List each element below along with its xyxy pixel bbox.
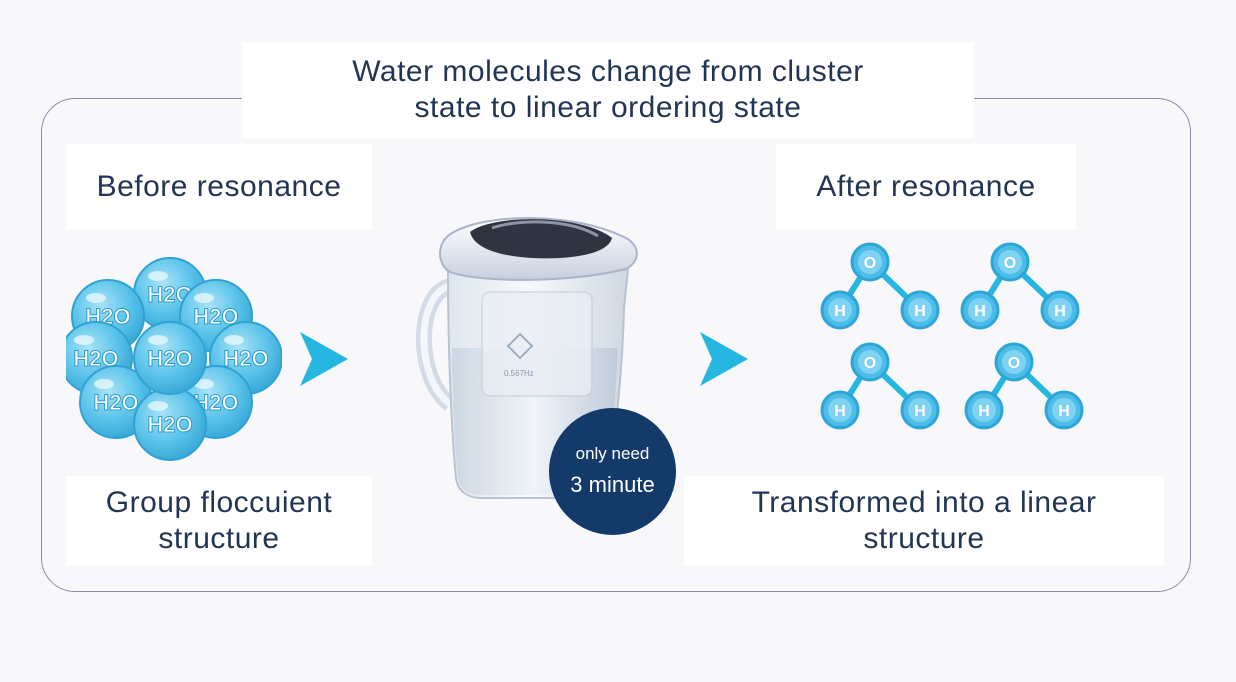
molecule-label: H2O	[147, 412, 192, 437]
linear-water-molecule: O H H	[960, 242, 1080, 330]
after-heading: After resonance	[816, 170, 1036, 203]
linear-water-molecule: O H H	[820, 342, 940, 430]
pitcher-marking: 0.567Hz	[504, 369, 534, 378]
time-badge: only need 3 minute	[549, 408, 676, 535]
svg-text:O: O	[1004, 255, 1016, 272]
title-line-1: Water molecules change from cluster	[352, 55, 864, 88]
before-caption-line-1: Group floccuient	[105, 486, 333, 519]
svg-text:H: H	[914, 403, 926, 420]
linear-molecules-illustration: O H H O H H O H H O H H	[820, 242, 1084, 430]
water-molecule-bubble: H2O	[133, 257, 207, 331]
title-line-2: state to linear ordering state	[414, 91, 802, 124]
svg-text:H: H	[914, 303, 926, 320]
molecule-label: H2O	[73, 346, 118, 371]
svg-text:O: O	[864, 355, 876, 372]
arrow-right-icon	[700, 332, 748, 386]
svg-text:H: H	[974, 303, 986, 320]
svg-text:H: H	[1054, 303, 1066, 320]
svg-text:H: H	[978, 403, 990, 420]
linear-water-molecule: O H H	[964, 342, 1084, 430]
after-caption-box: Transformed into a linear structure	[684, 476, 1164, 566]
badge-line-2: 3 minute	[570, 471, 655, 497]
svg-text:H: H	[834, 303, 846, 320]
arrow-right-icon	[300, 332, 348, 386]
svg-text:H: H	[834, 403, 846, 420]
after-heading-box: After resonance	[776, 144, 1076, 230]
svg-text:H: H	[1058, 403, 1070, 420]
badge-line-1: only need	[575, 443, 650, 463]
after-caption-line-1: Transformed into a linear	[751, 486, 1097, 519]
molecule-label: H2O	[223, 346, 268, 371]
before-caption-line-2: structure	[158, 522, 280, 555]
before-heading-box: Before resonance	[66, 144, 372, 230]
molecule-label: H2O	[93, 390, 138, 415]
before-caption-box: Group floccuient structure	[66, 476, 372, 566]
before-heading: Before resonance	[96, 170, 342, 203]
svg-text:O: O	[1008, 355, 1020, 372]
molecule-label: H2O	[147, 346, 192, 371]
water-molecule-bubble: H2O	[133, 321, 207, 395]
linear-water-molecule: O H H	[820, 242, 940, 330]
svg-text:O: O	[864, 255, 876, 272]
after-caption-line-2: structure	[863, 522, 985, 555]
water-molecule-bubble: H2O	[133, 387, 207, 461]
title-box: Water molecules change from cluster stat…	[242, 42, 974, 138]
